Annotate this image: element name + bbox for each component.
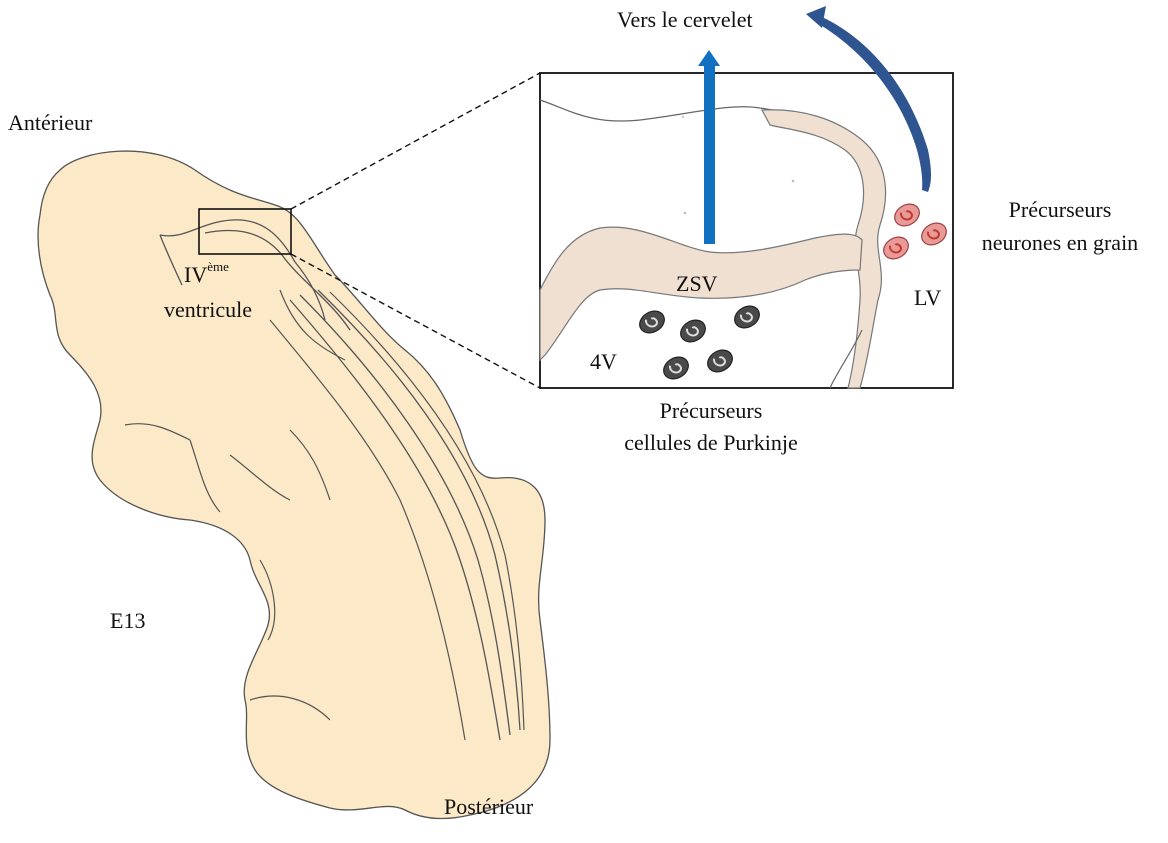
- label-lv: LV: [914, 285, 941, 310]
- label-toward-cerebellum: Vers le cervelet: [617, 7, 753, 32]
- label-purkinje-line1: Précurseurs: [583, 398, 839, 423]
- embryo-e13: [38, 151, 550, 819]
- speck-3: [682, 116, 684, 118]
- label-4v: 4V: [590, 349, 617, 374]
- blue-arrow-shaft: [704, 64, 715, 244]
- label-stage: E13: [110, 608, 145, 633]
- label-fourth-ventricle-title: IVème: [184, 260, 229, 287]
- embryo-outline: [38, 151, 550, 819]
- zoom-inset: [540, 73, 953, 388]
- label-anterior: Antérieur: [8, 110, 92, 135]
- label-fourth-ventricle-sup: ème: [207, 259, 229, 274]
- speck-2: [792, 180, 795, 183]
- zoom-connector-top: [291, 73, 540, 209]
- label-posterior: Postérieur: [444, 794, 533, 819]
- label-zsv: ZSV: [676, 271, 718, 296]
- blue-arrow-head: [698, 50, 720, 66]
- speck-1: [684, 212, 687, 215]
- label-purkinje-line2: cellules de Purkinje: [583, 430, 839, 455]
- label-fourth-ventricle-roman: IV: [184, 262, 207, 287]
- label-fourth-ventricle-word: ventricule: [164, 297, 252, 322]
- label-granule-line2: neurones en grain: [954, 230, 1166, 255]
- label-granule-line1: Précurseurs: [960, 197, 1160, 222]
